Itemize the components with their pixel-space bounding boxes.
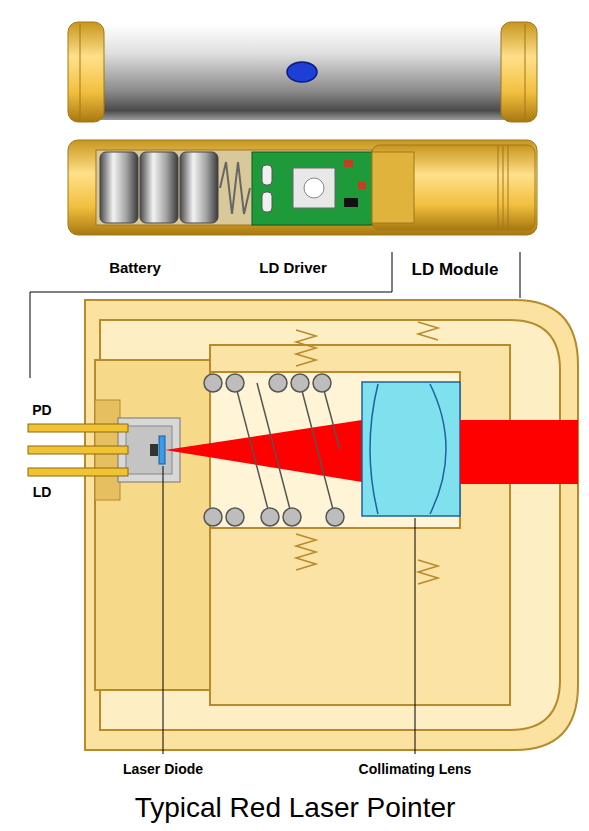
module-cross-section-part bbox=[95, 360, 210, 690]
part-label: LD Driver bbox=[259, 260, 327, 277]
module-cross-section-part bbox=[296, 534, 316, 570]
closed-pointer-part bbox=[287, 62, 317, 82]
module-cross-section-part bbox=[362, 382, 460, 516]
spring-part bbox=[269, 374, 287, 392]
module-cross-section-part bbox=[165, 420, 362, 482]
opened-pointer-part bbox=[220, 162, 250, 214]
module-bracket-part bbox=[520, 252, 521, 298]
closed-pointer-part bbox=[501, 22, 537, 122]
module-cross-section bbox=[28, 300, 578, 750]
opened-pointer-part bbox=[262, 165, 272, 185]
closed-pointer bbox=[68, 22, 537, 122]
spring-part bbox=[300, 383, 335, 517]
spring-part bbox=[283, 508, 301, 526]
module-cross-section-part bbox=[159, 436, 165, 464]
module-cross-section-part bbox=[85, 300, 578, 750]
spring-part bbox=[261, 508, 279, 526]
part-label: Laser Diode bbox=[123, 762, 203, 777]
spring-part bbox=[204, 508, 222, 526]
diagram-title: Typical Red Laser Pointer bbox=[135, 793, 456, 824]
module-cross-section-part bbox=[150, 444, 158, 456]
opened-pointer-part bbox=[180, 152, 218, 223]
closed-pointer-part bbox=[68, 22, 104, 122]
leader-line-part bbox=[415, 518, 416, 754]
module-cross-section-part bbox=[430, 384, 446, 514]
spring-part bbox=[291, 374, 309, 392]
module-cross-section-part bbox=[460, 420, 578, 484]
module-cross-section-part bbox=[418, 560, 438, 584]
module-cross-section-part bbox=[296, 330, 316, 366]
opened-pointer-part bbox=[100, 152, 138, 223]
opened-pointer-part bbox=[508, 145, 509, 230]
opened-pointer-part bbox=[262, 192, 272, 212]
opened-pointer-part bbox=[304, 178, 324, 198]
opened-pointer-part bbox=[358, 182, 366, 189]
closed-pointer-part bbox=[525, 24, 526, 120]
closed-pointer-part bbox=[80, 24, 81, 120]
spring-part bbox=[322, 383, 340, 450]
spring-part bbox=[326, 508, 344, 526]
opened-pointer-part bbox=[344, 160, 353, 167]
spring-part bbox=[257, 383, 292, 517]
part-label: LD bbox=[33, 485, 52, 500]
spring-part bbox=[235, 383, 270, 517]
opened-pointer-part bbox=[252, 152, 372, 225]
module-cross-section-part bbox=[28, 446, 128, 454]
module-cross-section-part bbox=[28, 468, 128, 476]
opened-pointer-part bbox=[344, 198, 358, 207]
leader-line-part bbox=[163, 466, 164, 754]
part-label: LD Module bbox=[412, 261, 499, 280]
opened-pointer-part bbox=[140, 152, 178, 223]
part-label: Battery bbox=[109, 260, 161, 277]
spring-part bbox=[313, 374, 331, 392]
module-cross-section-part bbox=[418, 322, 438, 340]
spring-part bbox=[204, 374, 222, 392]
module-cross-section-part bbox=[370, 384, 378, 514]
spring-part bbox=[226, 508, 244, 526]
opened-pointer-part bbox=[96, 150, 372, 225]
opened-pointer-part bbox=[503, 145, 504, 230]
leader-line bbox=[163, 466, 415, 754]
closed-pointer-part bbox=[100, 24, 505, 120]
part-label: Collimating Lens bbox=[359, 762, 472, 777]
part-label: PD bbox=[32, 403, 51, 418]
module-cross-section-part bbox=[210, 345, 510, 705]
opened-pointer-part bbox=[68, 140, 537, 235]
opened-pointer-part bbox=[498, 145, 499, 230]
opened-pointer bbox=[68, 140, 537, 235]
opened-pointer-part bbox=[372, 145, 535, 230]
opened-pointer-part bbox=[372, 152, 414, 223]
spring bbox=[204, 374, 344, 526]
module-cross-section-part bbox=[28, 424, 128, 432]
spring-part bbox=[226, 374, 244, 392]
opened-pointer-part bbox=[293, 168, 335, 208]
